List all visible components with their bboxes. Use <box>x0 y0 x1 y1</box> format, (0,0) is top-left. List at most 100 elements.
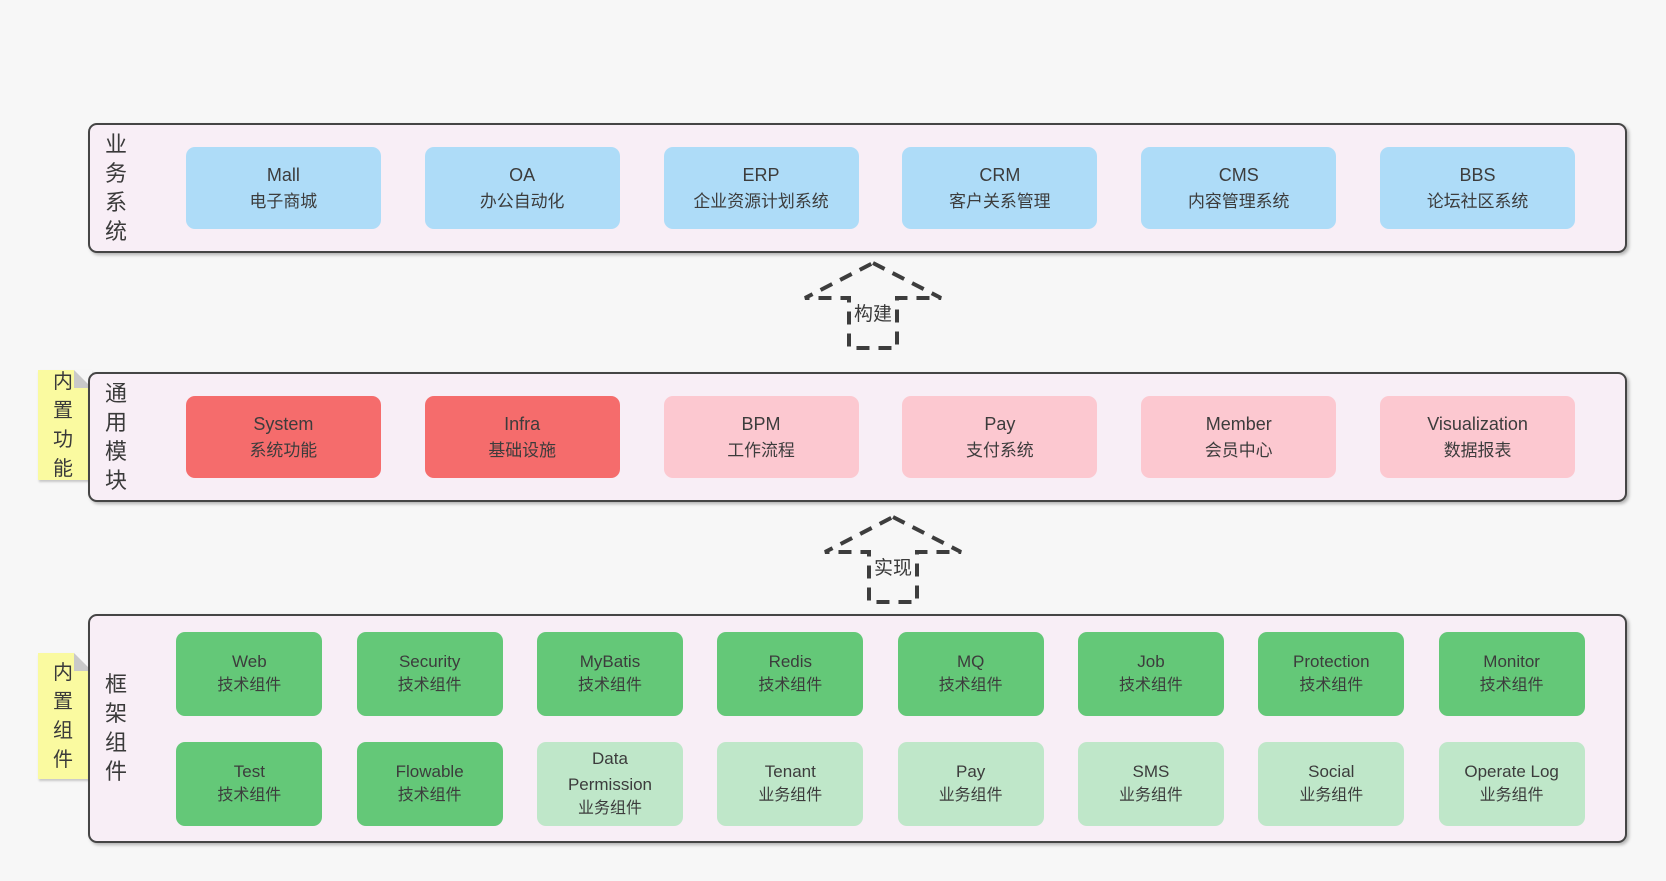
box-subtitle: 数据报表 <box>1443 440 1512 460</box>
layer-title-common-modules: 通用模块 <box>104 380 127 493</box>
box-mq: MQ 技术组件 <box>897 631 1044 716</box>
box-title: Test <box>233 761 265 781</box>
box-subtitle: 技术组件 <box>1119 677 1183 695</box>
arrow-label: 实现 <box>870 552 916 581</box>
sticky-note-built-in-components: 内置组件 <box>38 653 92 779</box>
box-cms: CMS 内容管理系统 <box>1141 147 1337 229</box>
box-visualization: Visualization 数据报表 <box>1380 396 1576 478</box>
box-title: Tenant <box>764 761 816 781</box>
box-title: MQ <box>956 651 985 671</box>
box-oa: OA 办公自动化 <box>424 147 620 229</box>
sticky-note-built-in-features: 内置功能 <box>38 370 92 480</box>
box-subtitle: 技术组件 <box>758 677 823 695</box>
box-bbs: BBS 论坛社区系统 <box>1380 147 1576 229</box>
box-title: Operate Log <box>1464 761 1559 781</box>
box-bpm: BPM 工作流程 <box>663 396 859 478</box>
box-subtitle: 工作流程 <box>727 440 795 460</box>
box-title: Social <box>1308 761 1355 781</box>
box-title: Protection <box>1293 651 1370 671</box>
box-subtitle: 论坛社区系统 <box>1426 191 1529 211</box>
box-data-permission: Data Permission 业务组件 <box>536 741 683 826</box>
box-title: Member <box>1205 413 1272 434</box>
box-title: BPM <box>741 413 781 434</box>
box-redis: Redis 技术组件 <box>717 631 864 716</box>
note-fold-corner <box>74 653 92 671</box>
box-title: Job <box>1137 651 1165 671</box>
box-title: Mall <box>266 164 300 185</box>
module-row: System 系统功能 Infra 基础设施 BPM 工作流程 Pay 支付系统 Member 会… <box>142 396 1619 478</box>
box-protection: Protection 技术组件 <box>1258 631 1405 716</box>
box-sms: SMS 业务组件 <box>1077 741 1224 826</box>
box-flowable: Flowable 技术组件 <box>356 741 503 826</box>
box-subtitle: 技术组件 <box>1479 677 1544 695</box>
box-member: Member 会员中心 <box>1141 396 1337 478</box>
box-subtitle: 业务组件 <box>758 787 823 805</box>
box-title: OA <box>509 164 536 185</box>
box-title: Pay <box>984 413 1016 434</box>
box-title: Redis <box>768 651 813 671</box>
box-pay: Pay 支付系统 <box>902 396 1098 478</box>
box-infra: Infra 基础设施 <box>424 396 620 478</box>
box-subtitle: 业务组件 <box>578 800 642 818</box>
box-mybatis: MyBatis 技术组件 <box>536 631 683 716</box>
box-job: Job 技术组件 <box>1077 631 1224 716</box>
box-subtitle: 会员中心 <box>1204 440 1273 460</box>
box-title: CRM <box>979 164 1021 185</box>
box-title: SMS <box>1132 761 1170 781</box>
arrow-label: 构建 <box>850 298 896 327</box>
box-operate-log: Operate Log 业务组件 <box>1438 741 1585 826</box>
box-title: Infra <box>504 413 541 434</box>
layer-title-framework-components: 框架组件 <box>104 672 127 784</box>
box-subtitle: 业务组件 <box>1119 787 1183 805</box>
box-title: System <box>253 413 314 434</box>
box-subtitle: 技术组件 <box>1299 677 1364 695</box>
box-subtitle: 内容管理系统 <box>1187 191 1290 211</box>
box-subtitle: 技术组件 <box>397 677 462 695</box>
layer-rows: System 系统功能 Infra 基础设施 BPM 工作流程 Pay 支付系统 Member 会… <box>142 374 1625 500</box>
box-subtitle: 系统功能 <box>249 440 318 460</box>
arrow-build: 构建 <box>800 258 946 352</box>
box-subtitle: 技术组件 <box>397 787 462 805</box>
box-title: CMS <box>1218 164 1259 185</box>
box-title: MyBatis <box>579 651 641 671</box>
box-system: System 系统功能 <box>185 396 381 478</box>
box-security: Security 技术组件 <box>356 631 503 716</box>
box-monitor: Monitor 技术组件 <box>1438 631 1585 716</box>
box-subtitle: 技术组件 <box>578 677 642 695</box>
box-subtitle: 支付系统 <box>966 440 1034 460</box>
arrow-implement: 实现 <box>820 512 966 606</box>
box-title: BBS <box>1459 164 1496 185</box>
module-row: Test 技术组件 Flowable 技术组件 Data Permission 业务组件 T… <box>142 741 1619 826</box>
box-title: Visualization <box>1427 413 1528 434</box>
box-subtitle: 电子商城 <box>249 191 318 211</box>
box-subtitle: 技术组件 <box>938 677 1003 695</box>
box-subtitle: 业务组件 <box>1299 787 1364 805</box>
box-subtitle: 业务组件 <box>1479 787 1544 805</box>
layer-common-modules: 通用模块 System 系统功能 Infra 基础设施 BPM 工作流程 Pay 支付系统 Me… <box>88 372 1627 502</box>
box-subtitle: 办公自动化 <box>479 191 565 211</box>
box-title: Flowable <box>395 761 464 781</box>
box-title: Web <box>232 651 267 671</box>
box-title: Security <box>398 651 461 671</box>
box-title: Data Permission <box>567 749 653 794</box>
box-subtitle: 企业资源计划系统 <box>693 191 829 211</box>
box-test: Test 技术组件 <box>176 741 323 826</box>
box-subtitle: 技术组件 <box>217 787 282 805</box>
box-title: ERP <box>742 164 780 185</box>
box-mall: Mall 电子商城 <box>185 147 381 229</box>
box-erp: ERP 企业资源计划系统 <box>663 147 859 229</box>
box-subtitle: 基础设施 <box>488 440 556 460</box>
box-title: Monitor <box>1483 651 1540 671</box>
box-subtitle: 业务组件 <box>938 787 1003 805</box>
box-social: Social 业务组件 <box>1258 741 1405 826</box>
layer-title-business-systems: 业务系统 <box>104 131 127 244</box>
